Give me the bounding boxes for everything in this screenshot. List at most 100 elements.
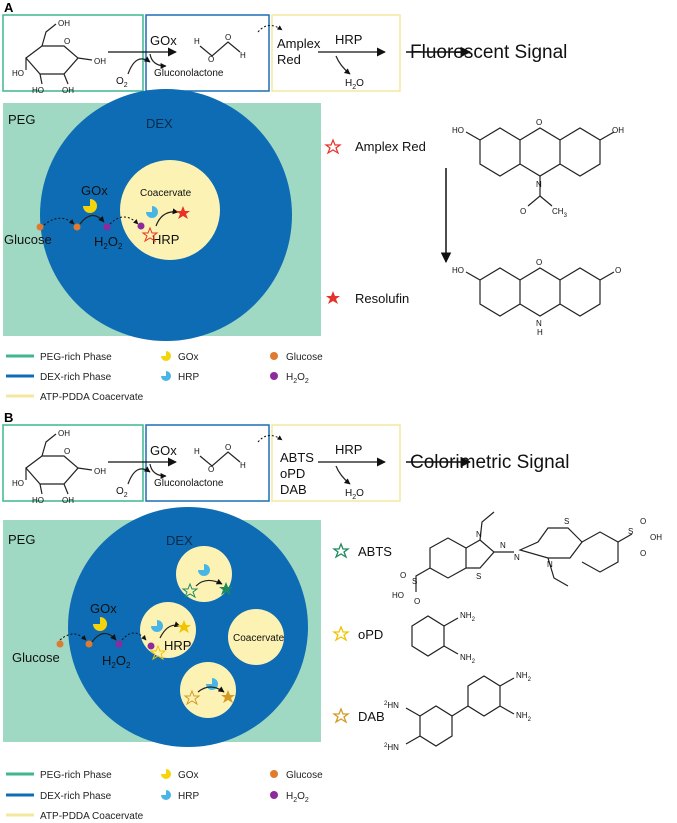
dab-label-b: DAB xyxy=(280,482,307,497)
hrp-label-b: HRP xyxy=(335,442,362,457)
amplex-ho: HO xyxy=(452,126,464,135)
abts-label-b: ABTS xyxy=(280,450,314,465)
coacervate-label-a: Coacervate xyxy=(140,188,192,199)
legend-gox-text: GOx xyxy=(178,352,199,363)
legend-dex-text: DEX-rich Phase xyxy=(40,791,112,802)
amplex-star-outline-a xyxy=(141,226,159,243)
panel-b-letter: B xyxy=(4,410,13,425)
legend-peg-text: PEG-rich Phase xyxy=(40,770,112,781)
dotted-arrow-b xyxy=(257,435,283,443)
opd-structure: NH2 NH2 xyxy=(411,611,476,665)
h2o-label-a: H2O xyxy=(345,78,364,91)
h2o2-o: O xyxy=(225,443,231,452)
panel-a-letter: A xyxy=(4,0,14,15)
glucose-oh-label: OH xyxy=(94,57,106,66)
gox-pacman-b xyxy=(93,617,107,631)
dotted-arrow-glucose-a xyxy=(43,217,75,226)
amplex-label-a1: Amplex xyxy=(277,36,321,51)
abts-star-legend xyxy=(332,542,350,559)
amplex-ring-o: O xyxy=(536,118,542,127)
dotted-arrow-h2o2-a xyxy=(109,216,139,225)
h2o2-h: H xyxy=(240,461,246,470)
peg-label-b: PEG xyxy=(8,532,35,547)
coacervate-b3 xyxy=(228,609,284,665)
dotted-arrow-h2o2-b xyxy=(121,632,147,641)
legend-glucose-text: Glucose xyxy=(286,352,323,363)
legend-hrp-text: HRP xyxy=(178,791,199,802)
abts-star-filled-b xyxy=(219,582,233,595)
abts-label: ABTS xyxy=(358,544,392,559)
legend-gox-icon xyxy=(161,769,171,779)
glucose-structure-b: OH HO HO OH OH O xyxy=(12,429,106,505)
glucose-oh-label: OH xyxy=(58,19,70,28)
resolufin-structure: HO O O N H xyxy=(452,258,621,337)
hrp-label-inner-b: HRP xyxy=(164,638,191,653)
opd-nh2-1: NH2 xyxy=(460,611,476,623)
abts-n3: N xyxy=(514,553,520,562)
h2o2-o: O xyxy=(208,465,214,474)
abts-o3: O xyxy=(400,571,406,580)
abts-s3: S xyxy=(628,527,633,536)
legend-dex-text: DEX-rich Phase xyxy=(40,372,112,383)
o2-label-a: O2 xyxy=(116,76,128,89)
o2-curve-arrow-a xyxy=(127,56,151,75)
legend-coacervate-text: ATP-PDDA Coacervate xyxy=(40,392,144,403)
abts-n2: N xyxy=(500,541,506,550)
colorimetric-signal-label: Colorimetric Signal xyxy=(410,452,569,473)
o2-label-b: O2 xyxy=(116,486,128,499)
legend-glucose-icon xyxy=(270,770,278,778)
opd-label: oPD xyxy=(358,627,383,642)
dex-label-a: DEX xyxy=(146,116,173,131)
gox-pacman-a xyxy=(83,199,97,213)
glucose-oh-label: OH xyxy=(58,429,70,438)
dab-star-outline-b xyxy=(183,689,201,706)
hrp-pacman-b2 xyxy=(151,620,163,632)
glucose-dot-b xyxy=(56,640,64,648)
glucose-label-b: Glucose xyxy=(12,650,60,665)
abts-n4: N xyxy=(547,560,553,569)
glucose-dot-a2 xyxy=(73,223,81,231)
abts-oh1: OH xyxy=(650,533,662,542)
legend-h2o2-text: H2O2 xyxy=(286,791,309,804)
glucose-ho-label: HO xyxy=(32,496,44,505)
legend-glucose-text: Glucose xyxy=(286,770,323,781)
abts-o2: O xyxy=(640,549,646,558)
abts-o4: O xyxy=(414,597,420,606)
legend-h2o2-icon xyxy=(270,791,278,799)
legend-gox-icon xyxy=(161,351,171,361)
dab-star-legend xyxy=(332,707,350,724)
amplex-oh: OH xyxy=(612,126,624,135)
glucose-box-b xyxy=(2,424,144,502)
dab-star-filled-b xyxy=(221,690,235,703)
h2o2-h: H xyxy=(240,51,246,60)
h2o-label-b: H2O xyxy=(345,488,364,501)
gluconolactone-arrow-a xyxy=(149,53,167,69)
abts-structure: N S N N S N S O OH O S O HO O xyxy=(392,511,662,606)
h2o2-o: O xyxy=(208,55,214,64)
gox-arrow-a xyxy=(79,214,105,225)
glucose-dot-b2 xyxy=(85,640,93,648)
hrp-label-a: HRP xyxy=(335,32,362,47)
opd-star-outline-b xyxy=(149,644,167,661)
amplex-box-a xyxy=(271,14,401,92)
h2o2-structure-a: H O O H xyxy=(194,33,246,64)
gox-label-b: GOx xyxy=(150,443,177,458)
gox-arrow-b xyxy=(91,632,117,643)
h2o2-dot-b2 xyxy=(147,642,155,650)
glucose-dot-a xyxy=(36,223,44,231)
legend-peg-text: PEG-rich Phase xyxy=(40,352,112,363)
glucose-ring-o: O xyxy=(64,37,70,46)
legend-a: PEG-rich Phase DEX-rich Phase ATP-PDDA C… xyxy=(6,351,323,403)
h2o2-o: O xyxy=(225,33,231,42)
legend-hrp-icon xyxy=(161,371,171,381)
legend-coacervate-text: ATP-PDDA Coacervate xyxy=(40,811,144,822)
legend-hrp-icon xyxy=(161,790,171,800)
legend-h2o2-icon xyxy=(270,372,278,380)
o2-curve-arrow-b xyxy=(127,466,151,485)
glucose-oh-label: OH xyxy=(62,86,74,95)
gox-label-inner-a: GOx xyxy=(81,183,108,198)
h2o-arrow-b xyxy=(335,465,351,485)
abts-s4: S xyxy=(412,577,417,586)
abts-n1: N xyxy=(476,530,482,539)
resolufin-label: Resolufin xyxy=(355,291,409,306)
